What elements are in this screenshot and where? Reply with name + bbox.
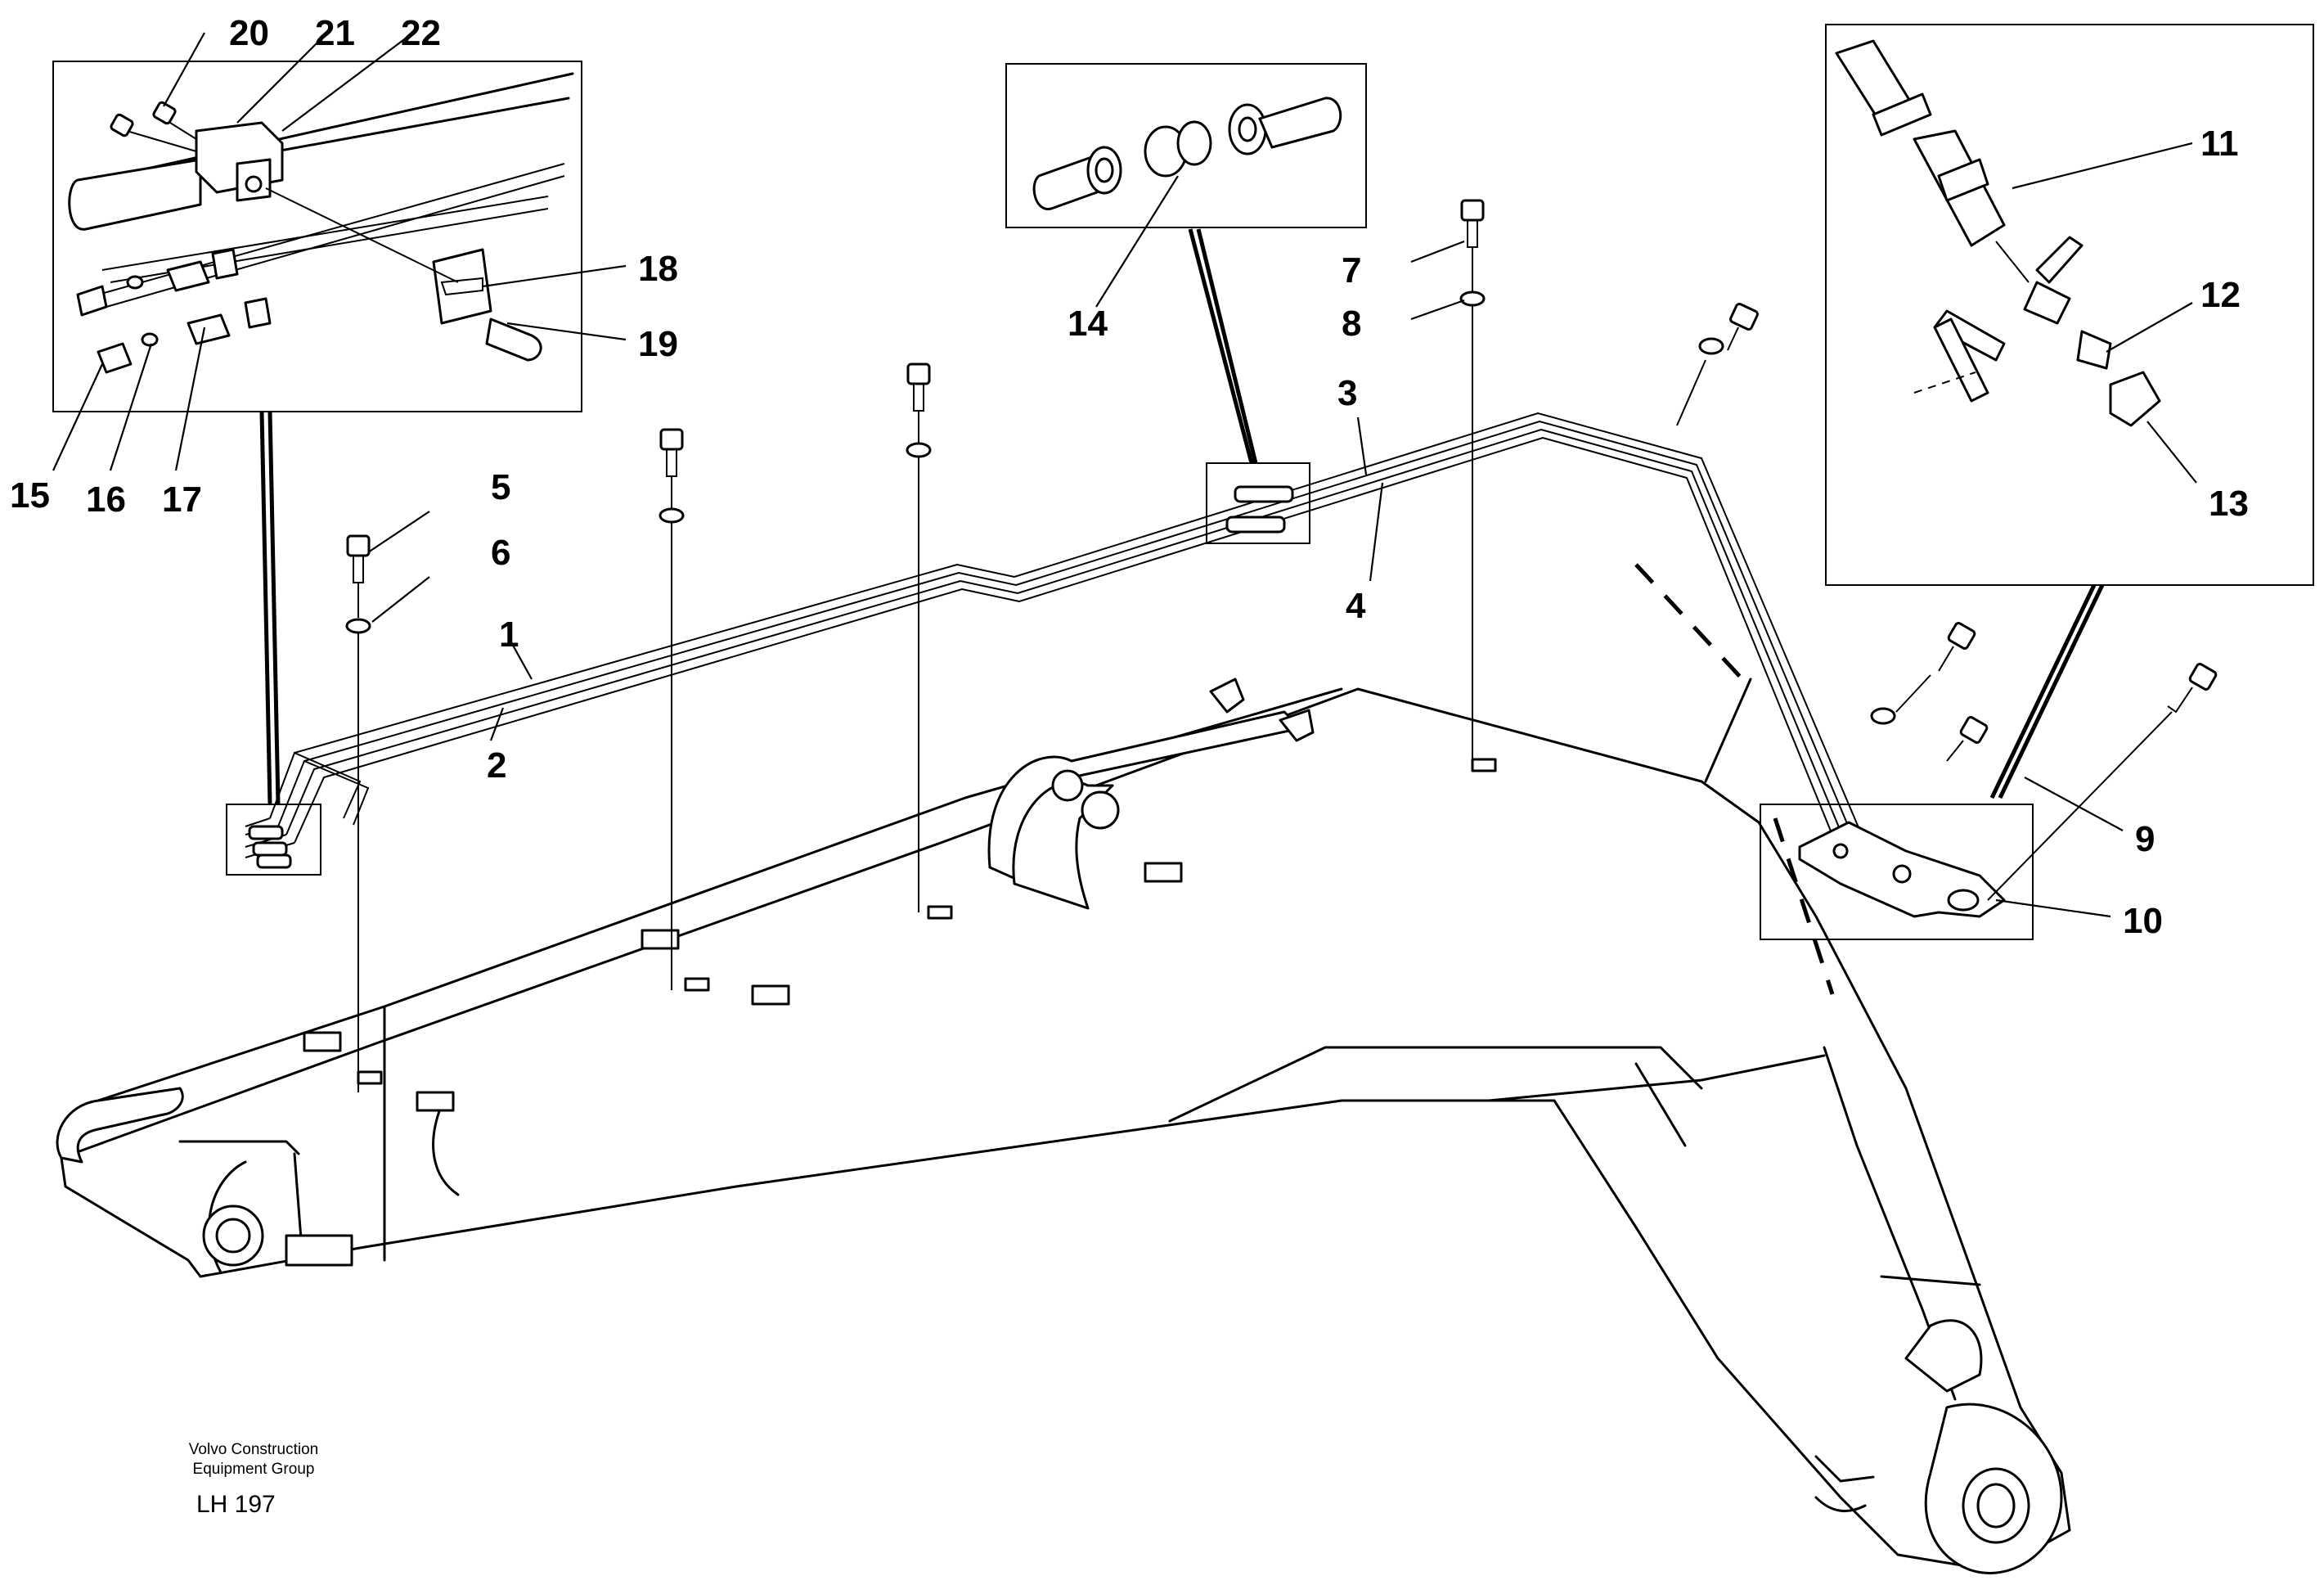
callout-12: 12 xyxy=(2200,275,2241,315)
callout-7: 7 xyxy=(1342,250,1361,290)
callout-8: 8 xyxy=(1342,304,1361,344)
bolt-set-elbow xyxy=(1676,303,1759,426)
callout-19: 19 xyxy=(638,324,678,364)
detail-link-pipe-union xyxy=(1188,228,1254,464)
detail-link-clamp xyxy=(1989,583,2097,799)
callout-13: 13 xyxy=(2209,484,2249,524)
bolt-set-mid-2 xyxy=(906,362,932,912)
clamp-assembly-detail xyxy=(68,72,574,374)
drawing-code: LH 197 xyxy=(196,1491,276,1518)
pipe-bracket xyxy=(1798,821,2006,918)
callout-11: 11 xyxy=(2200,124,2239,164)
company-line-2: Equipment Group xyxy=(192,1461,315,1478)
callout-9: 9 xyxy=(2135,819,2155,859)
bolt-set-front xyxy=(345,534,371,1092)
callout-17: 17 xyxy=(162,480,202,520)
callout-10: 10 xyxy=(2123,901,2163,941)
callout-labels: 1 2 3 4 5 6 7 8 9 10 11 12 13 14 15 16 1… xyxy=(10,13,2249,941)
callout-3: 3 xyxy=(1337,373,1357,413)
pipe-end-connectors xyxy=(248,825,292,869)
callout-16: 16 xyxy=(86,480,126,520)
leader-lines xyxy=(52,32,2197,918)
callout-2: 2 xyxy=(487,745,506,786)
callout-14: 14 xyxy=(1068,304,1108,344)
pipe-union-highlight-box xyxy=(1206,462,1310,544)
clamp-detail xyxy=(1835,39,2161,427)
company-name: Volvo Construction Equipment Group xyxy=(131,1440,376,1479)
callout-18: 18 xyxy=(638,249,678,289)
bolt-set-bracket xyxy=(1870,622,2218,901)
pipe-union-detail xyxy=(1032,97,1342,210)
detail-box-pipe-union xyxy=(1005,63,1367,228)
callout-6: 6 xyxy=(491,533,510,573)
callout-20: 20 xyxy=(229,13,269,53)
detail-box-clamp-assembly xyxy=(52,61,582,412)
callout-5: 5 xyxy=(491,467,510,507)
bolt-set-rear xyxy=(1459,199,1486,769)
boom-arm xyxy=(56,563,2071,1574)
callout-22: 22 xyxy=(401,13,441,53)
pipe-start-highlight-box xyxy=(226,804,321,876)
callout-1: 1 xyxy=(499,615,519,655)
detail-box-clamp xyxy=(1825,24,2314,586)
callout-15: 15 xyxy=(10,475,50,516)
bolt-set-mid-1 xyxy=(659,428,685,990)
callout-21: 21 xyxy=(315,13,355,53)
callout-4: 4 xyxy=(1346,586,1366,626)
detail-link-clamp-assembly xyxy=(259,411,272,805)
company-line-1: Volvo Construction xyxy=(188,1441,319,1458)
bracket-highlight-box xyxy=(1760,804,2034,940)
